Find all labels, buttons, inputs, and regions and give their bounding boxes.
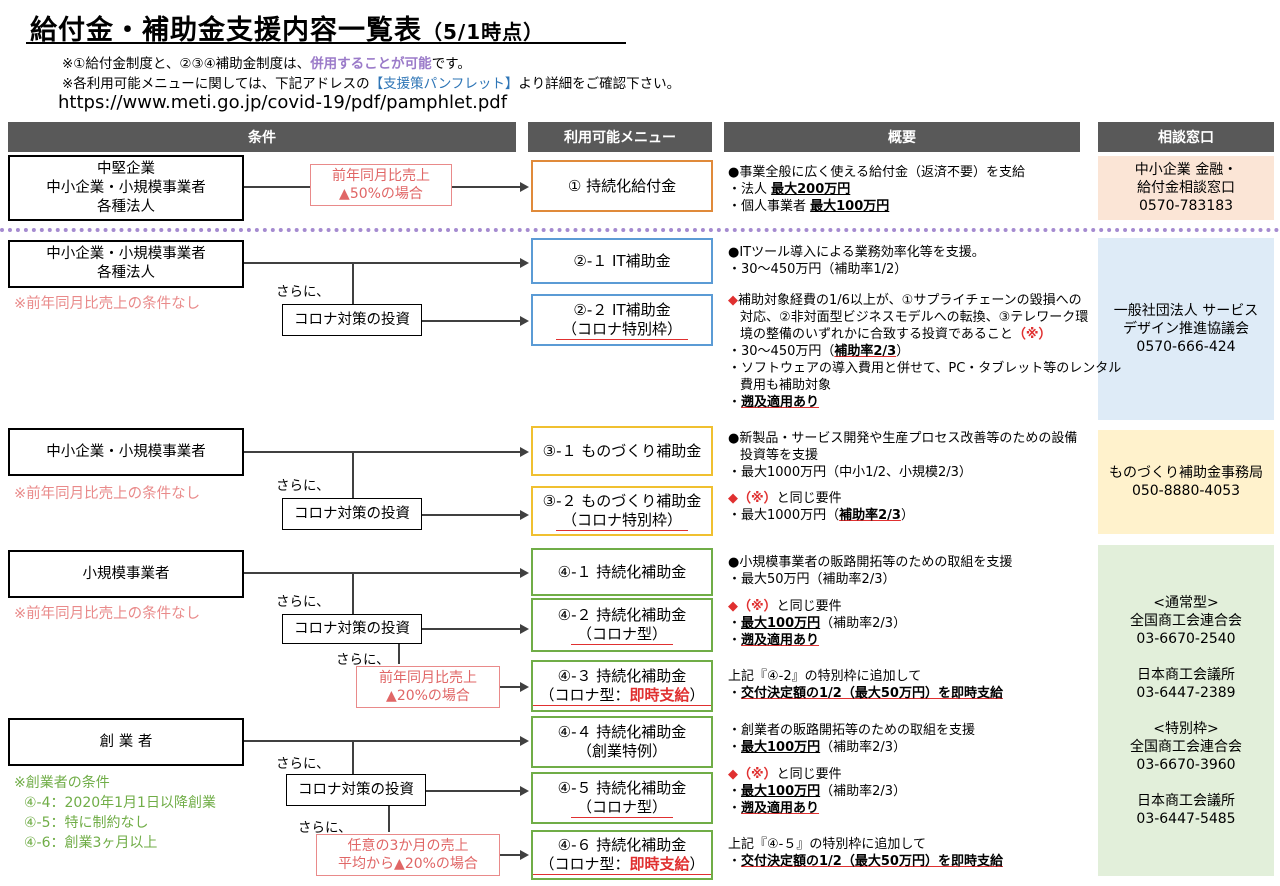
- filter-box-2: 前年同月比売上▲20%の場合: [356, 666, 500, 708]
- menu-1[interactable]: ① 持続化給付金: [531, 160, 713, 212]
- connector: [244, 262, 520, 264]
- founder-condition-title: ※創業者の条件: [14, 775, 110, 791]
- arrow-icon: [520, 624, 529, 634]
- connector: [422, 628, 520, 630]
- menu-4-4[interactable]: ④-４ 持続化補助金（創業特例）: [531, 716, 713, 768]
- summary-4-5: ◆（※）と同じ要件 ・最大100万円（補助率2/3） ・遡及適用あり: [728, 767, 907, 816]
- summary-4-1: ●小規模事業者の販路開拓等のための取組を支援・最大50万円（補助率2/3）: [728, 555, 1013, 587]
- note-line-2: ※各利用可能メニューに関しては、下記アドレスの【支援策パンフレット】より詳細をご…: [62, 76, 681, 92]
- no-condition-note-4: ※前年同月比売上の条件なし: [14, 606, 201, 622]
- condition-box-5: 創 業 者: [8, 718, 244, 766]
- pamphlet-link[interactable]: 【支援策パンフレット】: [369, 76, 519, 92]
- filter-box-3: 任意の3か月の売上平均から▲20%の場合: [316, 834, 500, 876]
- header-summary: 概要: [724, 122, 1080, 152]
- header-menu: 利用可能メニュー: [528, 122, 712, 152]
- header-contact: 相談窓口: [1098, 122, 1274, 152]
- condition-box-3: 中小企業・小規模事業者: [8, 428, 244, 476]
- corona-invest-box-2: コロナ対策の投資: [282, 304, 422, 336]
- sarani-label: さらに、: [298, 820, 352, 836]
- summary-2-2: ◆補助対象経費の1/6以上が、①サプライチェーンの毀損への 対応、②非対面型ビジ…: [728, 293, 1122, 410]
- title-underline: [26, 42, 626, 44]
- connector: [426, 790, 520, 792]
- connector: [352, 740, 354, 774]
- condition-box-1: 中堅企業中小企業・小規模事業者各種法人: [8, 155, 244, 221]
- arrow-icon: [520, 182, 529, 192]
- no-condition-note-3: ※前年同月比売上の条件なし: [14, 486, 201, 502]
- connector: [398, 644, 400, 664]
- summary-3-2: ◆（※）と同じ要件 ・最大1000万円（補助率2/3）: [728, 491, 914, 523]
- summary-1: ●事業全般に広く使える給付金（返済不要）を支給 ・法人 最大200万円 ・個人事…: [728, 165, 1025, 214]
- arrow-icon: [520, 786, 529, 796]
- founder-condition-2: ④-5：特に制約なし: [24, 815, 149, 831]
- arrow-icon: [520, 447, 529, 457]
- filter-box-1: 前年同月比売上▲50%の場合: [310, 164, 452, 206]
- arrow-icon: [520, 258, 529, 268]
- sarani-label: さらに、: [276, 284, 330, 300]
- connector: [244, 572, 520, 574]
- founder-condition-1: ④-4：2020年1月1日以降創業: [24, 795, 216, 811]
- summary-4-6: 上記『④-５』の特別枠に追加して ・交付決定額の1/2（最大50万円）を即時支給: [728, 837, 1003, 869]
- sarani-label: さらに、: [276, 478, 330, 494]
- menu-4-6[interactable]: ④-６ 持続化補助金（コロナ型：即時支給）: [531, 830, 713, 880]
- note-line-1: ※①給付金制度と、②③④補助金制度は、併用することが可能です。: [62, 56, 471, 72]
- arrow-icon: [520, 510, 529, 520]
- menu-4-5[interactable]: ④-５ 持続化補助金（コロナ型）: [531, 772, 713, 824]
- pamphlet-url[interactable]: https://www.meti.go.jp/covid-19/pdf/pamp…: [58, 92, 508, 113]
- summary-4-2: ◆（※）と同じ要件 ・最大100万円（補助率2/3） ・遡及適用あり: [728, 599, 907, 648]
- no-condition-note-2: ※前年同月比売上の条件なし: [14, 296, 201, 312]
- menu-3-2[interactable]: ③-２ ものづくり補助金（コロナ特別枠）: [531, 486, 713, 536]
- connector: [352, 262, 354, 304]
- menu-4-2[interactable]: ④-２ 持続化補助金（コロナ型）: [531, 598, 713, 652]
- founder-condition-3: ④-6：創業3ヶ月以上: [24, 835, 158, 851]
- header-condition: 条件: [8, 122, 516, 152]
- sarani-label: さらに、: [276, 756, 330, 772]
- condition-box-2: 中小企業・小規模事業者各種法人: [8, 240, 244, 288]
- menu-2-2[interactable]: ②-２ IT補助金（コロナ特別枠）: [531, 294, 713, 346]
- connector: [500, 854, 520, 856]
- connector: [352, 572, 354, 614]
- menu-4-3[interactable]: ④-３ 持続化補助金（コロナ型：即時支給）: [531, 660, 713, 712]
- corona-invest-box-5: コロナ対策の投資: [286, 774, 426, 806]
- arrow-icon: [520, 850, 529, 860]
- summary-2-1: ●ITツール導入による業務効率化等を支援。・30～450万円（補助率1/2）: [728, 245, 985, 277]
- corona-invest-box-3: コロナ対策の投資: [282, 498, 422, 530]
- summary-3-1: ●新製品・サービス開発や生産プロセス改善等のための設備 投資等を支援 ・最大10…: [728, 431, 1078, 480]
- connector: [422, 514, 520, 516]
- arrow-icon: [520, 568, 529, 578]
- connector: [352, 451, 354, 499]
- connector: [244, 451, 520, 453]
- connector: [422, 320, 520, 322]
- connector: [500, 686, 520, 688]
- menu-4-1[interactable]: ④-１ 持続化補助金: [531, 548, 713, 596]
- menu-2-1[interactable]: ②-１ IT補助金: [531, 238, 713, 284]
- arrow-icon: [520, 736, 529, 746]
- page-title: 給付金・補助金支援内容一覧表（5/1時点）: [30, 15, 545, 46]
- arrow-icon: [520, 682, 529, 692]
- sarani-label: さらに、: [336, 652, 390, 668]
- menu-3-1[interactable]: ③-１ ものづくり補助金: [531, 426, 713, 476]
- summary-4-4: ・創業者の販路開拓等のための取組を支援 ・最大100万円（補助率2/3）: [728, 723, 976, 755]
- separator-dotted: [0, 228, 1280, 232]
- sarani-label: さらに、: [276, 594, 330, 610]
- connector: [244, 740, 520, 742]
- corona-invest-box-4: コロナ対策の投資: [282, 614, 422, 644]
- condition-box-4: 小規模事業者: [8, 550, 244, 598]
- summary-4-3: 上記『④-2』の特別枠に追加して ・交付決定額の1/2（最大50万円）を即時支給: [728, 669, 1003, 701]
- connector: [388, 806, 390, 832]
- arrow-icon: [520, 316, 529, 326]
